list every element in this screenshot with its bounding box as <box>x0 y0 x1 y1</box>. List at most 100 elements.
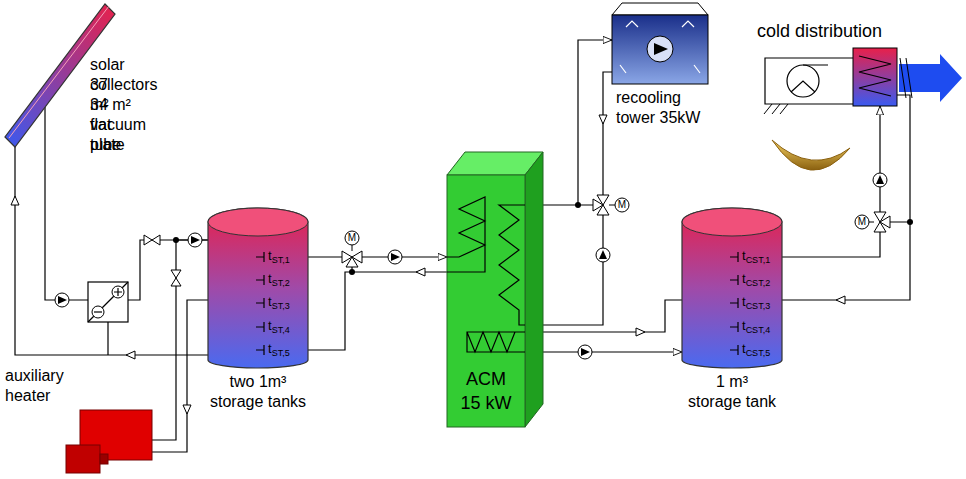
sensor-tick <box>730 322 738 332</box>
sensor-label: tST,4 <box>268 318 290 338</box>
fan-symbol <box>647 36 673 62</box>
sensor-label: tCST,2 <box>742 271 770 291</box>
junction-dot <box>173 237 179 243</box>
pump-symbol <box>391 253 400 261</box>
motor-label: M <box>345 231 359 245</box>
sensor-letter: t <box>268 271 272 286</box>
sensor-tick <box>256 252 264 262</box>
storage-tank-outline <box>208 208 308 368</box>
pump-symbol <box>191 236 200 244</box>
motor-symbol <box>855 215 869 229</box>
auxiliary-heater: auxiliary heater <box>66 410 152 475</box>
label-slot: tCST,4 <box>742 318 770 338</box>
node-label: 1 m³ storage tank <box>674 372 790 412</box>
junction-dot <box>349 269 355 275</box>
heat-exchanger-divider <box>88 282 128 322</box>
sensor-subscript: CST,2 <box>746 278 771 288</box>
label-slot: M <box>345 231 359 245</box>
fan-coil-housing <box>765 58 853 104</box>
sensor-letter: t <box>742 271 746 286</box>
pump-symbol <box>876 175 884 184</box>
sensor-subscript: CST,4 <box>746 325 771 335</box>
sensor-label: tST,2 <box>268 271 290 291</box>
node-label: 34 m² vacuum tube <box>90 95 146 155</box>
pipe-connector <box>152 240 208 440</box>
auxiliary-heater-outline <box>66 410 152 475</box>
valve-stem <box>352 245 353 251</box>
label-slot: tST,5 <box>268 341 290 361</box>
sensor-letter: t <box>268 294 272 309</box>
pump-symbol <box>188 233 202 247</box>
three-way-valve <box>880 216 890 228</box>
pump-symbol <box>388 250 402 264</box>
tank-body <box>682 208 782 368</box>
sensor-subscript: CST,1 <box>746 255 771 265</box>
minus-symbol <box>94 311 102 312</box>
burner-body <box>66 445 100 473</box>
absorption-chiller: ACM15 kW <box>447 152 543 427</box>
minus-symbol <box>92 306 104 318</box>
sensor-tick <box>256 322 264 332</box>
sensor-letter: t <box>742 341 746 356</box>
sensor-label: tCST,4 <box>742 318 770 338</box>
pump-symbol <box>599 250 607 259</box>
text-slot: two 1m³ storage tanks <box>200 372 316 412</box>
label-slot: tST,4 <box>268 318 290 338</box>
text-slot: ACM <box>447 368 525 391</box>
plus-symbol <box>114 288 122 296</box>
motor-symbol <box>345 231 359 245</box>
recooling-tower-outline <box>612 3 708 84</box>
hatch-lines <box>764 104 788 114</box>
motor-label: M <box>855 215 869 229</box>
text-slot: 15 kW <box>447 392 525 415</box>
flow-arrow <box>11 115 845 414</box>
burner-nozzle <box>100 454 108 464</box>
sensor-subscript: ST,2 <box>272 278 290 288</box>
sensor-subscript: ST,5 <box>272 348 290 358</box>
tank-body <box>208 208 308 368</box>
sensor-label: tCST,3 <box>742 294 770 314</box>
label-slot: tST,2 <box>268 271 290 291</box>
junction-dot <box>907 219 913 225</box>
sensor-letter: t <box>742 294 746 309</box>
sensor-subscript: CST,3 <box>746 301 771 311</box>
label-slot: tCST,3 <box>742 294 770 314</box>
motor-symbol <box>615 198 629 212</box>
fan-symbol <box>654 43 668 55</box>
coil-symbol <box>447 197 485 272</box>
three-way-valve <box>346 257 358 267</box>
sensor-tick <box>730 298 738 308</box>
sensor-subscript: ST,3 <box>272 301 290 311</box>
label-slot: M <box>855 215 869 229</box>
hatch-lines <box>900 58 912 98</box>
text-slot: auxiliary heater <box>5 366 95 406</box>
junction-dot <box>575 202 581 208</box>
pipe-connector <box>45 147 208 300</box>
pipe-lines <box>15 72 910 452</box>
text-slot: cold distribution <box>757 20 882 43</box>
label-slot: tST,1 <box>268 248 290 268</box>
sensor-subscript: ST,4 <box>272 325 290 335</box>
pipe-connector <box>308 256 447 257</box>
label-slot: tCST,5 <box>742 341 770 361</box>
pipe-connector <box>543 40 612 205</box>
pump-symbol <box>873 173 887 187</box>
heat-exchanger <box>88 282 128 322</box>
cooling-ceiling <box>772 140 850 170</box>
text-slot: 34 m² vacuum tube <box>90 95 146 155</box>
label-slot: tCST,1 <box>742 248 770 268</box>
sensor-tick <box>730 345 738 355</box>
storage-tank-outline <box>682 208 782 368</box>
pump-symbol <box>55 293 69 307</box>
spray-symbol <box>620 21 700 73</box>
pump-symbol <box>581 348 590 356</box>
cold-distribution-coil: cold distribution <box>853 48 897 106</box>
coil-symbol <box>859 56 891 96</box>
plus-symbol <box>112 286 124 298</box>
valve-symbol <box>144 235 160 245</box>
text-slot: recooling tower 35kW <box>616 88 716 128</box>
valve-stem <box>609 205 615 206</box>
coil-symbol <box>499 205 525 325</box>
label-slot: tCST,2 <box>742 271 770 291</box>
sensor-label: tST,1 <box>268 248 290 268</box>
